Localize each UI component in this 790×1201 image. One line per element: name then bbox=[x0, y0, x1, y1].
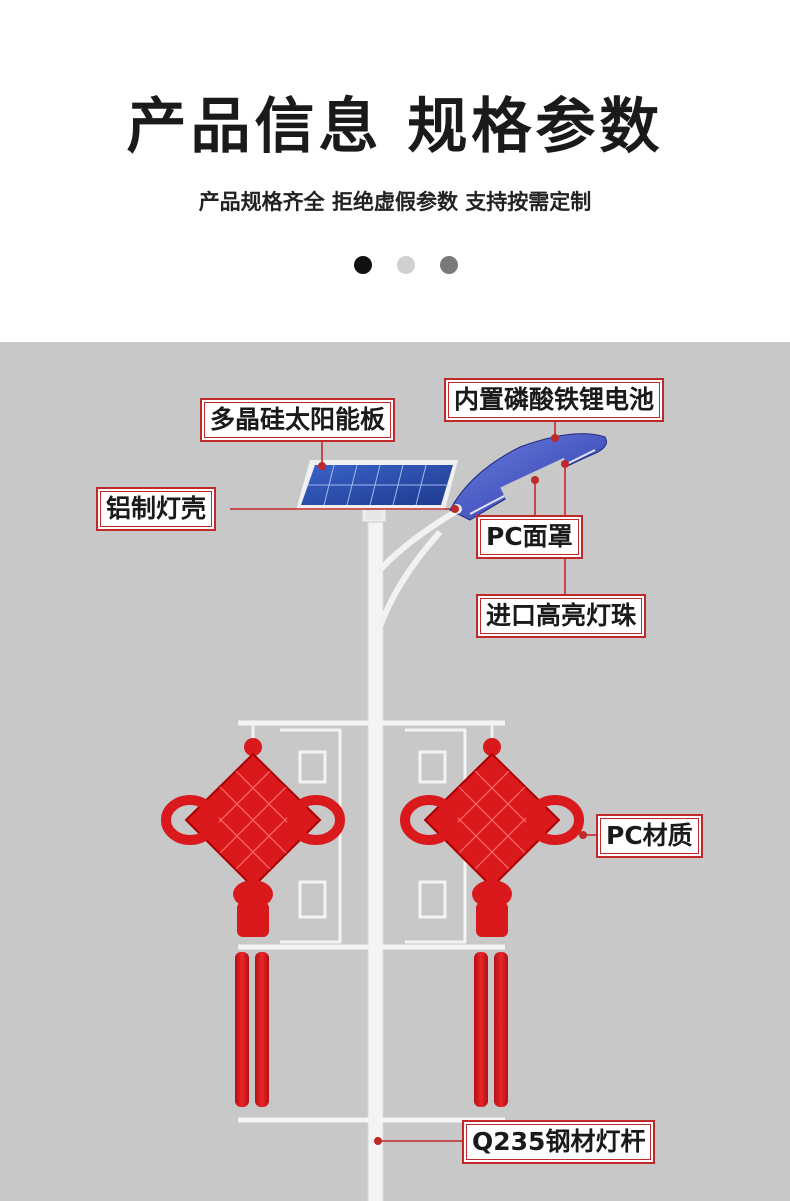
carousel-dot-1[interactable] bbox=[354, 256, 372, 274]
page-subtitle: 产品规格齐全 拒绝虚假参数 支持按需定制 bbox=[198, 190, 592, 214]
lamp-head bbox=[449, 433, 607, 521]
header-section: 产品信息 规格参数 产品规格齐全 拒绝虚假参数 支持按需定制 bbox=[0, 0, 790, 342]
lamp-arm bbox=[375, 509, 457, 633]
solar-panel bbox=[296, 460, 458, 520]
label-battery: 内置磷酸铁锂电池 bbox=[444, 378, 665, 422]
label-solar-panel: 多晶硅太阳能板 bbox=[200, 398, 396, 442]
carousel-dot-2[interactable] bbox=[397, 256, 415, 274]
label-pc-cover: PC面罩 bbox=[476, 515, 583, 559]
leader-dots bbox=[318, 434, 587, 1145]
pole bbox=[361, 507, 387, 1201]
carousel-dot-3[interactable] bbox=[440, 256, 458, 274]
label-lamp-shell: 铝制灯壳 bbox=[96, 487, 217, 531]
label-led-beads: 进口高亮灯珠 bbox=[476, 594, 647, 638]
product-illustration: 内置磷酸铁锂电池 多晶硅太阳能板 铝制灯壳 PC面罩 进口高亮灯珠 PC材质 Q… bbox=[0, 342, 790, 1201]
chinese-knot-right bbox=[400, 725, 584, 1107]
label-pole: Q235钢材灯杆 bbox=[462, 1120, 656, 1164]
label-pc-material: PC材质 bbox=[596, 814, 703, 858]
page-title: 产品信息 规格参数 bbox=[126, 92, 664, 162]
street-lamp-drawing bbox=[161, 418, 607, 1201]
chinese-knot-left bbox=[161, 725, 345, 1107]
